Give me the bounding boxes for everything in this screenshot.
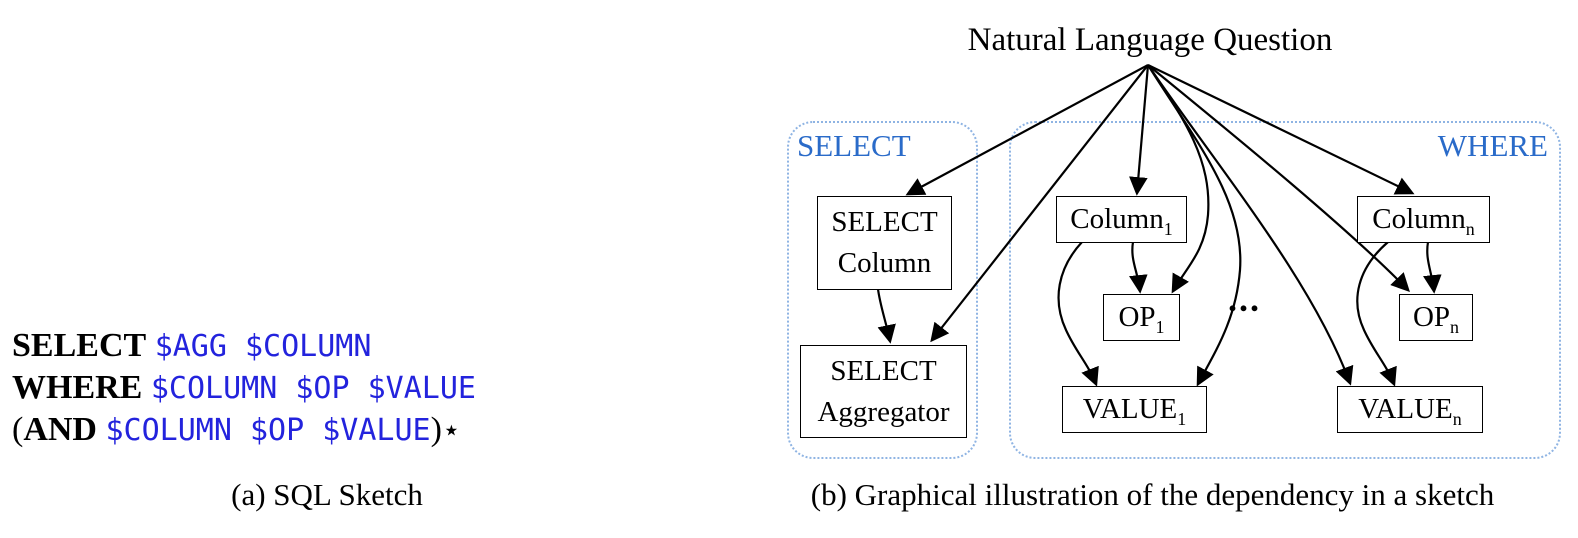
node-op-n: OPn bbox=[1399, 294, 1473, 341]
node-column-1-label: Column1 bbox=[1070, 199, 1172, 240]
ellipsis-between-where-conditions: ... bbox=[1228, 279, 1261, 319]
sql-keyword-and: AND bbox=[23, 411, 97, 448]
sql-vars-line-1: $AGG $COLUMN bbox=[154, 329, 372, 364]
node-select-aggregator-line-1: SELECT bbox=[830, 354, 937, 387]
sql-sketch-line-3: (AND $COLUMN $OP $VALUE)⋆ bbox=[12, 410, 461, 451]
open-paren: ( bbox=[12, 411, 24, 448]
node-value-n-subscript: n bbox=[1452, 409, 1462, 429]
sql-vars-line-3: $COLUMN $OP $VALUE bbox=[105, 413, 431, 448]
node-select-aggregator-line-2: Aggregator bbox=[817, 395, 950, 428]
node-column-n-text: Column bbox=[1372, 203, 1466, 236]
node-op-n-label: OPn bbox=[1413, 297, 1459, 338]
sql-sketch-line-1: SELECT $AGG $COLUMN bbox=[12, 326, 371, 367]
natural-language-question-title: Natural Language Question bbox=[967, 22, 1333, 58]
caption-b: (b) Graphical illustration of the depend… bbox=[810, 477, 1495, 512]
node-op-n-text: OP bbox=[1412, 301, 1451, 334]
node-column-n-subscript: n bbox=[1465, 219, 1475, 239]
where-group-label: WHERE bbox=[1437, 128, 1548, 163]
node-column-1-text: Column bbox=[1070, 203, 1164, 236]
node-column-n-label: Columnn bbox=[1372, 199, 1474, 240]
node-op-1: OP1 bbox=[1103, 294, 1180, 341]
node-op-n-subscript: n bbox=[1450, 317, 1460, 337]
node-select-column-line-1: SELECT bbox=[831, 206, 938, 239]
select-group-label: SELECT bbox=[797, 128, 911, 163]
close-paren: ) bbox=[430, 411, 442, 448]
caption-a: (a) SQL Sketch bbox=[231, 477, 423, 512]
node-value-1-text: VALUE bbox=[1082, 393, 1178, 426]
node-value-1-subscript: 1 bbox=[1177, 409, 1187, 429]
sql-sketch-line-2: WHERE $COLUMN $OP $VALUE bbox=[12, 368, 476, 409]
node-op-1-subscript: 1 bbox=[1155, 317, 1165, 337]
node-select-column-line-2: Column bbox=[837, 247, 932, 279]
node-value-1-label: VALUE1 bbox=[1083, 389, 1187, 430]
node-column-1-subscript: 1 bbox=[1163, 219, 1173, 239]
sql-vars-line-2: $COLUMN $OP $VALUE bbox=[150, 371, 476, 406]
node-column-1: Column1 bbox=[1056, 196, 1187, 243]
sql-keyword-where: WHERE bbox=[12, 369, 143, 406]
sql-keyword-select: SELECT bbox=[12, 327, 147, 364]
node-column-n: Columnn bbox=[1357, 196, 1490, 243]
node-select-aggregator: SELECT Aggregator bbox=[800, 345, 967, 438]
node-op-1-label: OP1 bbox=[1118, 297, 1164, 338]
node-value-1: VALUE1 bbox=[1062, 386, 1207, 433]
node-value-n: VALUEn bbox=[1337, 386, 1483, 433]
node-select-column: SELECT Column bbox=[817, 196, 952, 290]
node-op-1-text: OP bbox=[1118, 301, 1156, 334]
node-value-n-label: VALUEn bbox=[1358, 389, 1462, 430]
node-value-n-text: VALUE bbox=[1358, 393, 1453, 426]
kleene-star: ⋆ bbox=[441, 413, 461, 448]
